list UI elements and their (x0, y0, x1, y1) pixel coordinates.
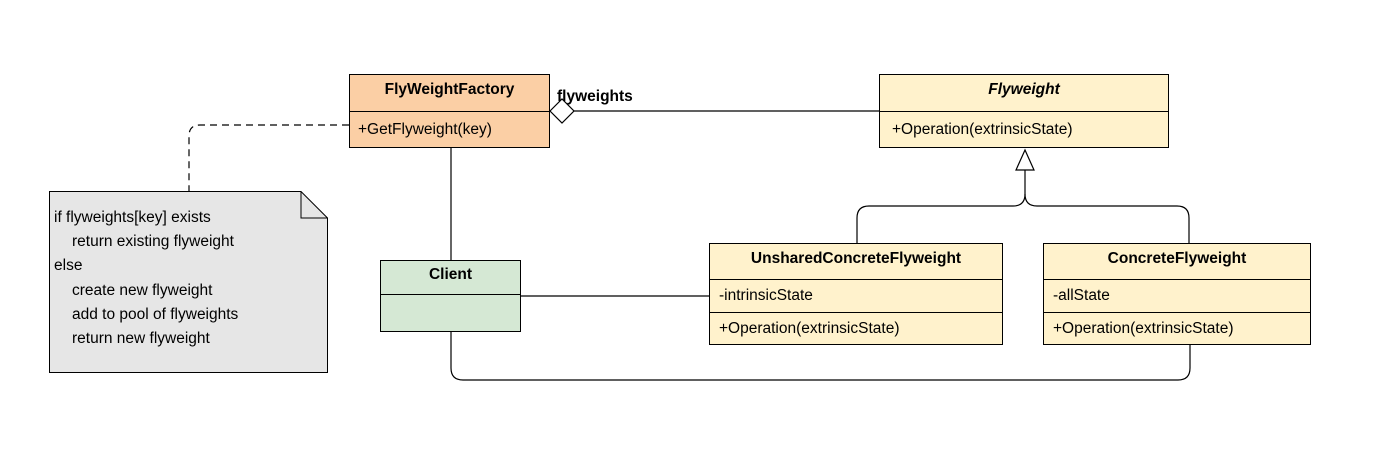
note-shape (49, 191, 328, 373)
class-body-empty (381, 295, 520, 331)
aggregation-diamond (549, 98, 575, 124)
note-line: if flyweights[key] exists (54, 209, 211, 226)
class-name: Flyweight (880, 75, 1168, 112)
class-client[interactable]: Client (380, 260, 521, 332)
class-name: Client (381, 261, 520, 295)
class-attribute: -allState (1053, 287, 1110, 304)
generalization-arrowhead (1015, 148, 1035, 171)
note[interactable]: if flyweights[key] exists return existin… (49, 191, 328, 373)
note-link-line (188, 124, 349, 191)
note-line: add to pool of flyweights (72, 305, 239, 323)
note-line: return existing flyweight (72, 233, 234, 251)
note-line: else (54, 257, 83, 275)
note-line: create new flyweight (72, 281, 213, 299)
class-name: FlyWeightFactory (350, 75, 549, 112)
class-name: ConcreteFlyweight (1044, 244, 1310, 280)
class-attribute: -intrinsicState (719, 287, 813, 304)
association-label: flyweights (557, 88, 633, 105)
note-line: return new flyweight (72, 329, 210, 347)
class-operation: +Operation(extrinsicState) (892, 121, 1073, 138)
class-unshared-concrete-flyweight[interactable]: UnsharedConcreteFlyweight -intrinsicStat… (709, 243, 1003, 345)
class-operation: +Operation(extrinsicState) (1044, 312, 1310, 344)
class-name: UnsharedConcreteFlyweight (710, 244, 1002, 280)
client-concrete-line (450, 332, 1191, 381)
note-text: if flyweights[key] exists return existin… (54, 206, 238, 351)
class-flyweight-factory[interactable]: FlyWeightFactory +GetFlyweight(key) (349, 74, 550, 148)
class-operation: +Operation(extrinsicState) (710, 312, 1002, 344)
class-concrete-flyweight[interactable]: ConcreteFlyweight -allState +Operation(e… (1043, 243, 1311, 345)
inherit-unshared-line (856, 170, 1026, 243)
class-operation: +GetFlyweight(key) (358, 121, 492, 138)
inherit-concrete-line (1024, 193, 1190, 243)
class-flyweight[interactable]: Flyweight +Operation(extrinsicState) (879, 74, 1169, 148)
